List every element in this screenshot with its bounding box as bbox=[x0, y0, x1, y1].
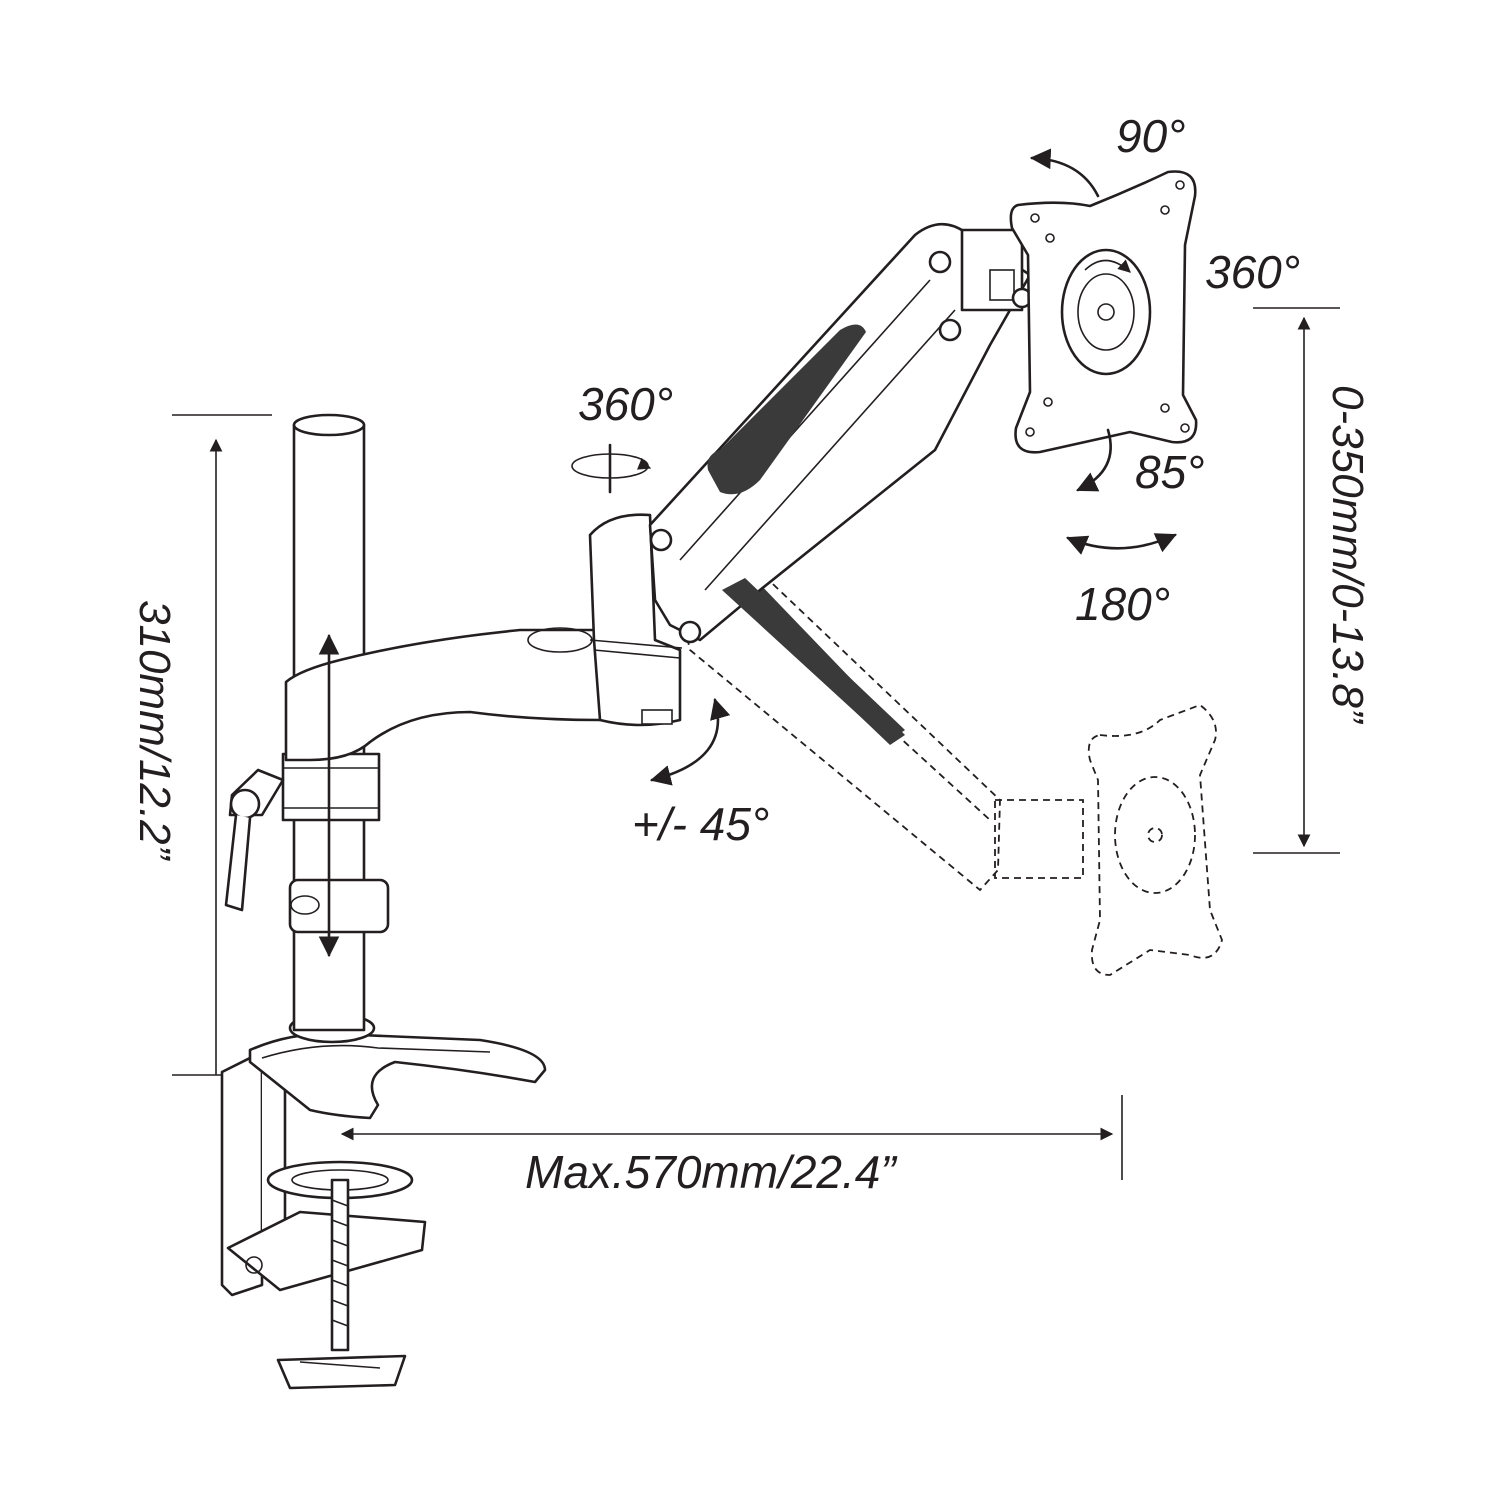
arm-swivel-360-label: 360° bbox=[578, 378, 673, 430]
pole-height-dimension bbox=[172, 414, 272, 1076]
max-reach-dimension bbox=[340, 1095, 1123, 1180]
rotation-arrows bbox=[571, 148, 1177, 786]
max-reach-label: Max.570mm/22.4” bbox=[525, 1146, 898, 1198]
tilt-90-label: 90° bbox=[1116, 110, 1186, 162]
height-adjust-dimension bbox=[1253, 307, 1340, 854]
swivel-180-label: 180° bbox=[1075, 578, 1170, 630]
lower-arm bbox=[284, 627, 602, 958]
tilt-45-label: +/- 45° bbox=[632, 798, 769, 850]
upper-arm bbox=[648, 222, 1033, 742]
plate-rotate-360-label: 360° bbox=[1205, 246, 1300, 298]
height-adjust-label: 0-350mm/0-13.8” bbox=[1323, 385, 1372, 725]
tilt-85-label: 85° bbox=[1135, 446, 1205, 498]
pole-height-label: 310mm/12.2” bbox=[130, 600, 179, 862]
vesa-plate bbox=[1009, 170, 1198, 454]
